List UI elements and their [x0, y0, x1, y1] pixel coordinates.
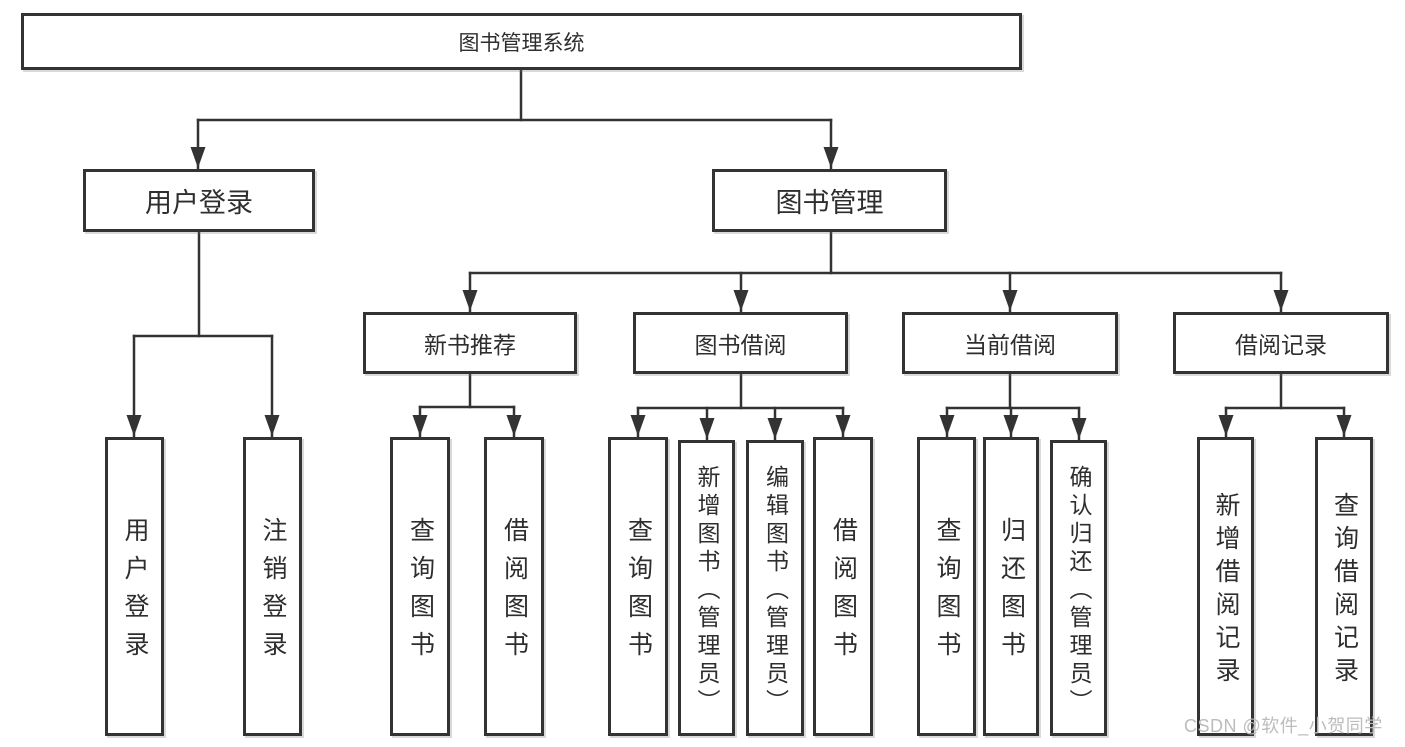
node-label: 借阅记录 [1235, 332, 1327, 358]
node-label: 借阅图书 [829, 517, 858, 669]
node-leaf-query-books-3: 查询图书 [917, 437, 976, 736]
node-leaf-query-books-1: 查询图书 [390, 437, 450, 736]
connector-book-management-children [462, 230, 1289, 313]
node-leaf-query-books-2: 查询图书 [608, 437, 668, 736]
node-book-management: 图书管理 [712, 169, 947, 232]
node-label: 查询图书 [933, 517, 961, 669]
node-leaf-confirm-return-admin: 确认归还（管理员） [1050, 440, 1107, 736]
node-label: 图书借阅 [694, 332, 787, 358]
node-label: 确认归还（管理员） [1066, 464, 1092, 717]
node-label: 编辑图书（管理员） [762, 464, 789, 717]
node-current-borrow: 当前借阅 [902, 312, 1118, 374]
node-leaf-borrow-books-1: 借阅图书 [484, 437, 544, 736]
node-label: 查询借阅记录 [1330, 491, 1359, 690]
connector-current-borrow-children [939, 372, 1087, 441]
node-book-borrow: 图书借阅 [633, 312, 848, 374]
node-label: 新书推荐 [424, 332, 516, 358]
watermark: CSDN @软件_小贺同学 [1184, 716, 1383, 736]
node-label: 用户登录 [145, 188, 253, 218]
node-label: 注销登录 [259, 517, 287, 669]
node-label: 归还图书 [997, 517, 1026, 669]
node-label: 当前借阅 [964, 332, 1056, 358]
node-label: 图书管理 [775, 188, 884, 218]
node-label: 查询图书 [406, 517, 435, 669]
connector-new-book-children [412, 372, 522, 438]
node-new-book-recommend: 新书推荐 [363, 312, 577, 374]
node-leaf-user-login: 用户登录 [105, 437, 164, 736]
node-library-management-system: 图书管理系统 [21, 13, 1022, 70]
connector-root-to-level2 [190, 68, 839, 170]
connector-book-borrow-children [630, 372, 851, 441]
node-leaf-query-borrow-record: 查询借阅记录 [1315, 437, 1373, 736]
node-leaf-add-books-admin: 新增图书（管理员） [678, 440, 735, 736]
node-leaf-logout: 注销登录 [243, 437, 302, 736]
connector-user-login-children [126, 230, 280, 438]
node-leaf-edit-books-admin: 编辑图书（管理员） [746, 440, 804, 736]
node-label: 新增图书（管理员） [694, 464, 720, 717]
node-leaf-return-books: 归还图书 [983, 437, 1039, 736]
connector-borrow-records-children [1218, 372, 1352, 438]
node-label: 图书管理系统 [458, 31, 585, 55]
node-label: 查询图书 [624, 517, 653, 669]
node-label: 借阅图书 [500, 517, 529, 669]
node-leaf-borrow-books-2: 借阅图书 [813, 437, 873, 736]
node-user-login: 用户登录 [83, 169, 315, 232]
node-label: 新增借阅记录 [1212, 491, 1240, 690]
node-label: 用户登录 [121, 517, 149, 669]
node-leaf-add-borrow-record: 新增借阅记录 [1197, 437, 1254, 736]
node-borrow-records: 借阅记录 [1173, 312, 1389, 374]
